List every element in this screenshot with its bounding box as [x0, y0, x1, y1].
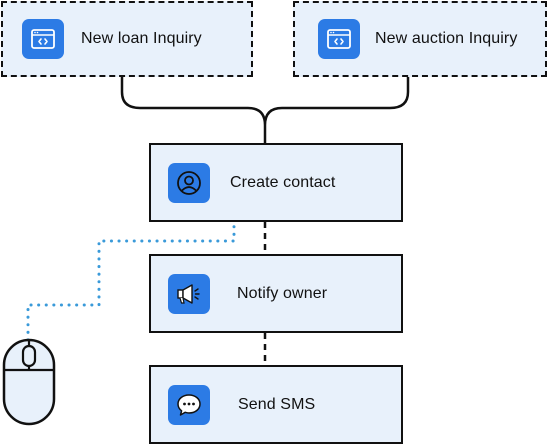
- action-node-create-contact[interactable]: Create contact: [149, 143, 403, 222]
- mouse-icon: [2, 338, 56, 426]
- trigger-bracket-connector: [120, 75, 410, 145]
- web-form-icon: [318, 19, 360, 59]
- action-node-notify-owner[interactable]: Notify owner: [149, 254, 403, 333]
- user-circle-icon: [168, 162, 210, 203]
- trigger-node-new-auction-inquiry[interactable]: New auction Inquiry: [293, 1, 547, 77]
- trigger-node-new-loan-inquiry[interactable]: New loan Inquiry: [1, 1, 253, 77]
- chat-bubble-icon: [168, 384, 210, 425]
- node-label: New auction Inquiry: [375, 30, 518, 47]
- node-label: Create contact: [230, 173, 336, 191]
- action-node-send-sms[interactable]: Send SMS: [149, 365, 403, 444]
- node-label: Send SMS: [238, 395, 316, 413]
- node-label: New loan Inquiry: [81, 30, 202, 47]
- node-label: Notify owner: [237, 284, 328, 302]
- megaphone-icon: [168, 273, 210, 314]
- web-form-icon: [22, 19, 64, 59]
